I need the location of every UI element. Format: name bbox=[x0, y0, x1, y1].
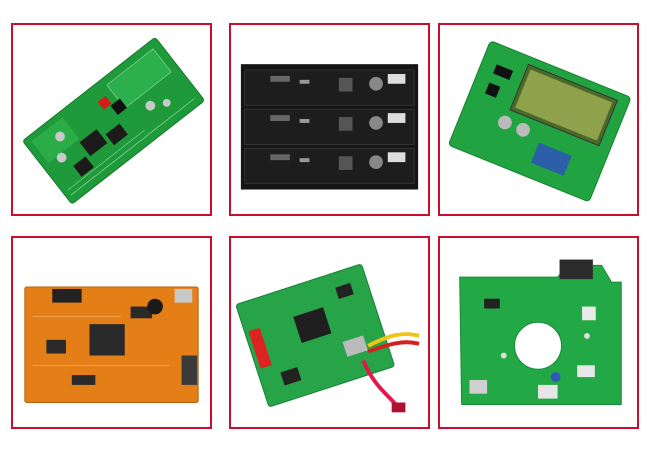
pcb-image-tile-3[interactable] bbox=[438, 23, 639, 216]
green-pcb-diagonal-icon bbox=[23, 37, 204, 204]
pcb-image-tile-1[interactable] bbox=[11, 23, 212, 216]
pcb-image-tile-6[interactable] bbox=[438, 236, 639, 429]
black-pcb-panel-icon bbox=[240, 64, 419, 190]
pcb-image-tile-2[interactable] bbox=[229, 23, 430, 216]
orange-pcb-icon bbox=[24, 286, 199, 404]
pcb-image-tile-5[interactable] bbox=[229, 236, 430, 429]
green-pcb-cables-icon bbox=[235, 264, 420, 413]
pcb-image-tile-4[interactable] bbox=[11, 236, 212, 429]
green-pcb-lcd-icon bbox=[448, 41, 631, 202]
green-pcb-round-cutout-icon bbox=[459, 259, 622, 405]
